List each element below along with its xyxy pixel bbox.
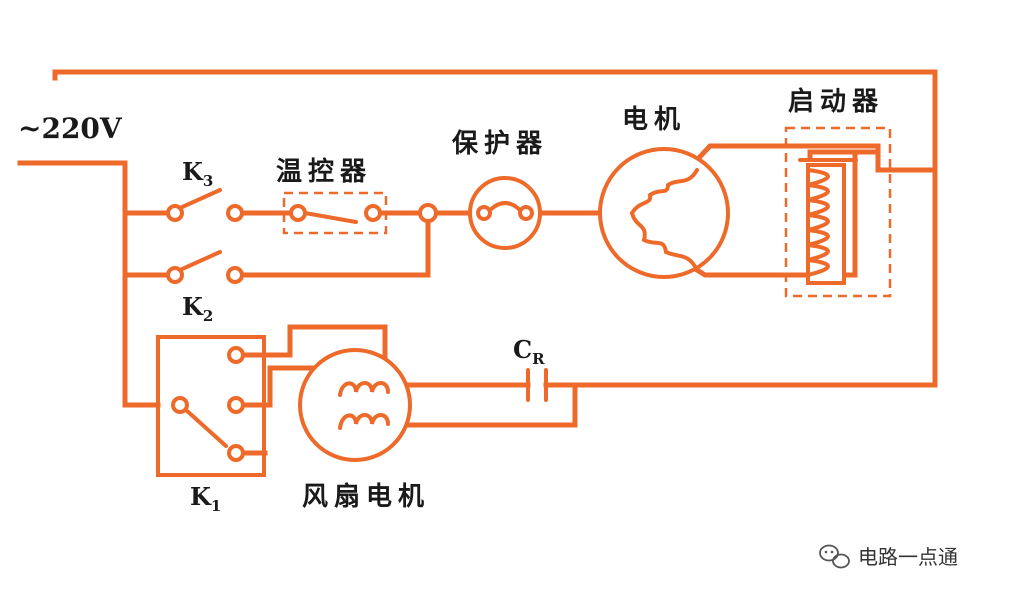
thermostat-contact-right	[364, 204, 382, 222]
protector-contact-left	[476, 205, 492, 221]
watermark-text: 电路一点通	[858, 545, 958, 569]
capacitor-cr	[526, 368, 548, 402]
compressor-motor	[598, 147, 730, 279]
k1-label: K1	[190, 482, 221, 515]
k2-contact-right	[226, 266, 244, 284]
switch-k2	[166, 250, 244, 284]
fan-motor-body	[298, 348, 412, 462]
switch-k3	[166, 188, 244, 222]
k3-blade	[178, 188, 222, 210]
k1-frame	[156, 335, 266, 477]
k1-contact-2	[227, 396, 245, 414]
watermark: 电路一点通	[819, 544, 958, 569]
k3-label: K3	[182, 157, 213, 190]
motor-winding-lower	[630, 211, 699, 272]
k1-blade	[184, 408, 228, 448]
supply-voltage-label: ~220V	[18, 112, 123, 145]
thermostat-blade	[303, 211, 358, 224]
fan-motor-label: 风扇电机	[302, 481, 430, 512]
k1-common	[171, 396, 189, 414]
thermostat-contact-left	[289, 204, 307, 222]
k3-contact-right	[226, 204, 244, 222]
k2-contact-left	[166, 266, 184, 284]
k1-contact-1	[227, 346, 245, 364]
protector-bimetal	[488, 201, 522, 212]
wechat-icon	[819, 544, 850, 569]
wire-supply-left	[17, 160, 161, 408]
wire-cap-to-return	[392, 382, 578, 428]
starter-dashed-box	[784, 126, 892, 298]
thermostat-dashed-box	[282, 191, 388, 235]
starter	[784, 126, 892, 298]
switch-k1	[156, 335, 266, 477]
protector-contact-right	[518, 205, 534, 221]
k1-contact-3	[227, 444, 245, 462]
wire-motor-top-starter	[693, 143, 938, 173]
starter-label: 启动器	[788, 86, 884, 117]
motor-winding-upper	[630, 168, 699, 215]
wire-starter-coil-top	[807, 149, 881, 160]
fan-winding-upper	[338, 381, 390, 397]
protector-body	[468, 176, 542, 250]
wire-motor-bottom-starter	[693, 154, 858, 278]
cr-label: CR	[513, 335, 545, 368]
motor-label: 电机	[622, 105, 686, 135]
k3-contact-left	[166, 204, 184, 222]
starter-coil	[806, 168, 830, 277]
thermostat	[282, 191, 388, 235]
protector-label: 保护器	[451, 129, 548, 159]
thermostat-label: 温控器	[276, 157, 372, 187]
wire-top-return	[52, 69, 938, 388]
protector	[468, 176, 542, 250]
motor-body	[598, 147, 730, 279]
k2-label: K2	[182, 292, 213, 325]
fan-motor	[298, 348, 412, 462]
junction-node	[418, 203, 438, 223]
k2-blade	[178, 250, 222, 272]
wire-k2-right	[239, 218, 431, 278]
fan-winding-lower	[338, 413, 390, 430]
